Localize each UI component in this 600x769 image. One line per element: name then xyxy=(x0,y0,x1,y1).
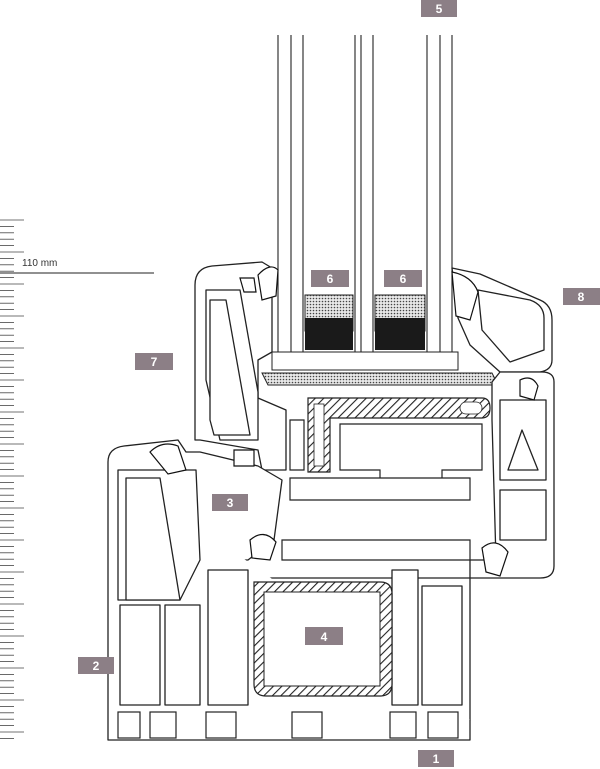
callout-1: 1 xyxy=(418,750,454,767)
callout-7-label: 7 xyxy=(151,355,158,369)
glass-spacer-left xyxy=(304,294,354,350)
glass-spacer-right xyxy=(374,294,426,350)
callout-2-label: 2 xyxy=(93,659,100,673)
scale-ruler xyxy=(0,219,24,739)
callout-6-left: 6 xyxy=(311,270,349,287)
callout-6-right: 6 xyxy=(384,270,422,287)
sash-chambers xyxy=(281,419,483,561)
callout-2: 2 xyxy=(78,657,114,674)
callout-4: 4 xyxy=(305,627,343,645)
glazing-bridge xyxy=(261,372,499,386)
callout-8-label: 8 xyxy=(578,290,585,304)
callout-5-label: 5 xyxy=(436,2,443,16)
callout-6-left-label: 6 xyxy=(327,272,334,286)
dimension-label: 110 mm xyxy=(22,258,57,269)
callout-6-right-label: 6 xyxy=(400,272,407,286)
callout-8: 8 xyxy=(563,288,600,305)
callout-1-label: 1 xyxy=(433,752,440,766)
gaskets xyxy=(149,266,539,577)
sash-steel-reinforcement xyxy=(307,397,491,473)
callout-7: 7 xyxy=(135,353,173,370)
triple-glazing xyxy=(277,35,453,352)
callout-4-label: 4 xyxy=(321,630,328,644)
glazing-block xyxy=(271,351,459,371)
frame-profile xyxy=(107,371,555,741)
frame-base-grooves xyxy=(117,711,459,739)
callout-3: 3 xyxy=(212,494,248,511)
callout-5: 5 xyxy=(421,0,457,17)
callout-3-label: 3 xyxy=(227,496,234,510)
